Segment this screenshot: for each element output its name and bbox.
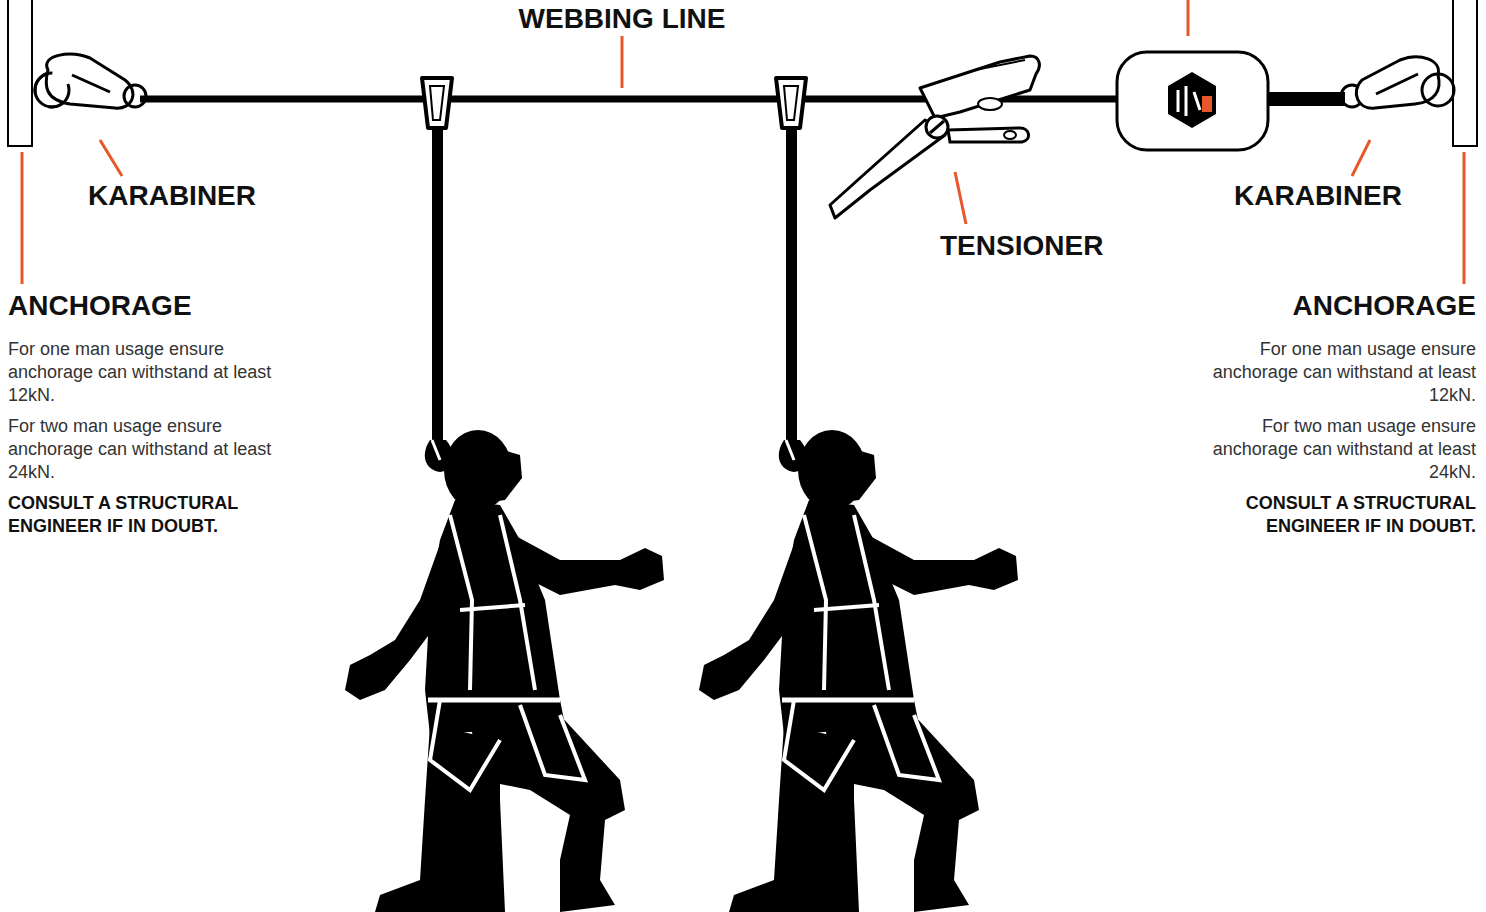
note-text: For two man usage ensure anchorage can w… — [8, 415, 273, 484]
warning-note: CONSULT A STRUCTURAL ENGINEER IF IN DOUB… — [8, 492, 273, 538]
part-label: KARABINER — [88, 180, 288, 212]
part-label: ANCHORAGE — [1216, 290, 1476, 322]
part-label: ANCHORAGE — [8, 290, 268, 322]
note-text: For one man usage ensure anchorage can w… — [8, 338, 273, 407]
note-text: For one man usage ensure anchorage can w… — [1211, 338, 1476, 407]
part-label: WEBBING LINE — [480, 3, 764, 35]
part-label: KARABINER — [1190, 180, 1402, 212]
part-label: TENSIONER — [940, 230, 1160, 262]
warning-note: CONSULT A STRUCTURAL ENGINEER IF IN DOUB… — [1211, 492, 1476, 538]
note-text: For two man usage ensure anchorage can w… — [1211, 415, 1476, 484]
